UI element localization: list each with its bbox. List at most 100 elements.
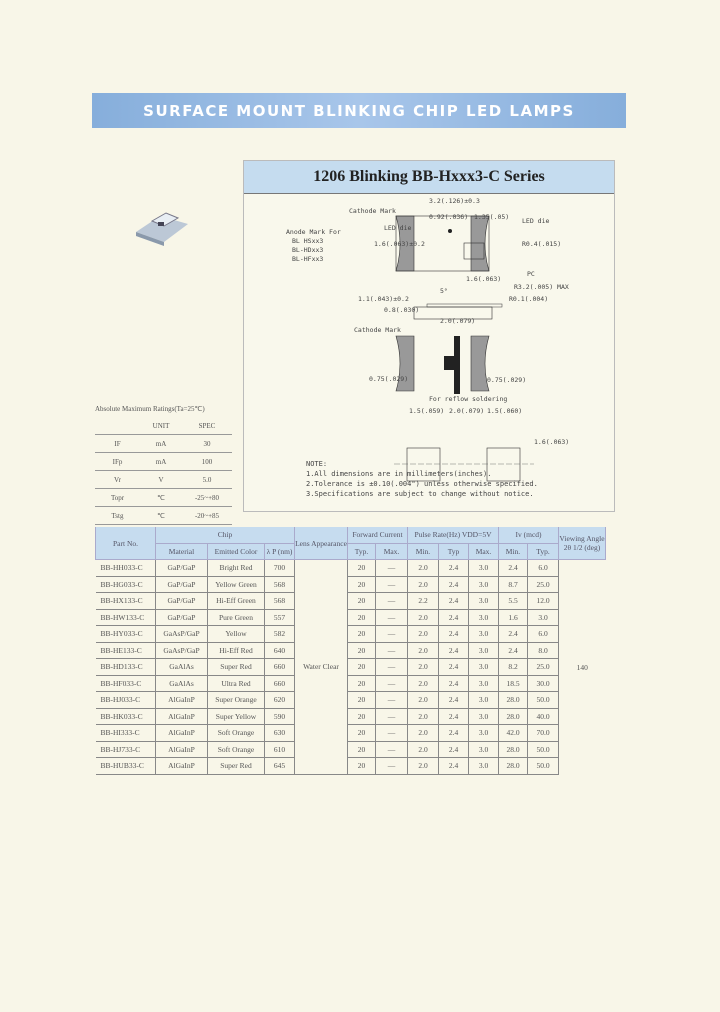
table-cell: — xyxy=(375,642,408,659)
table-cell: 20 xyxy=(347,609,376,626)
table-cell: 2.4 xyxy=(438,757,469,775)
anode-model-1: BL HSxx3 xyxy=(292,237,323,245)
table-cell: 3.0 xyxy=(468,708,499,725)
table-cell: 2.2 xyxy=(407,592,439,610)
table-cell: Soft Orange xyxy=(207,741,265,758)
abs-cell: -20~+85 xyxy=(182,506,232,525)
table-cell: — xyxy=(375,741,408,758)
dim-width: 3.2(.126)±0.3 xyxy=(429,197,480,205)
table-cell: 20 xyxy=(347,691,376,709)
table-cell: 3.0 xyxy=(468,658,499,676)
dim-height: 1.6(.063)±0.2 xyxy=(374,240,425,248)
viewing-angle: 140 xyxy=(558,559,606,774)
table-cell: BB-HK033-C xyxy=(95,708,156,725)
hdr-pr-typ: Typ xyxy=(438,543,469,560)
hdr-emitted-color: Emitted Color xyxy=(207,543,265,560)
table-cell: GaP/GaP xyxy=(155,592,208,610)
table-cell: 3.0 xyxy=(468,642,499,659)
table-cell: 25.0 xyxy=(527,658,559,676)
table-cell: BB-HE133-C xyxy=(95,642,156,659)
note-1: 1.All dimensions are in millimeters(inch… xyxy=(306,470,492,478)
table-cell: 2.0 xyxy=(407,576,439,593)
table-cell: BB-HUB33-C xyxy=(95,757,156,775)
table-cell: 3.0 xyxy=(468,625,499,643)
table-cell: Hi-Eff Red xyxy=(207,642,265,659)
abs-cell: Vr xyxy=(95,470,140,489)
table-cell: BB-HY033-C xyxy=(95,625,156,643)
table-cell: 50.0 xyxy=(527,741,559,758)
table-cell: 2.4 xyxy=(438,708,469,725)
dim-20: 2.0(.079) xyxy=(440,317,475,325)
table-cell: — xyxy=(375,691,408,709)
table-cell: 660 xyxy=(264,658,295,676)
table-cell: GaAlAs xyxy=(155,658,208,676)
table-cell: AlGaInP xyxy=(155,708,208,725)
table-cell: 28.0 xyxy=(498,708,528,725)
dim-16: 1.6(.063) xyxy=(466,275,501,283)
table-cell: 8.2 xyxy=(498,658,528,676)
abs-row: Tstg℃-20~+85 xyxy=(95,506,232,525)
dim-08: 0.8(.030) xyxy=(384,306,419,314)
table-cell: Super Yellow xyxy=(207,708,265,725)
table-cell: 2.4 xyxy=(438,675,469,692)
table-cell: BB-HJ033-C xyxy=(95,691,156,709)
table-cell: GaAsP/GaP xyxy=(155,642,208,659)
table-cell: 590 xyxy=(264,708,295,725)
table-cell: 3.0 xyxy=(468,576,499,593)
hdr-iv-min: Min. xyxy=(498,543,528,560)
table-cell: AlGaInP xyxy=(155,724,208,742)
table-cell: BB-HH033-C xyxy=(95,559,156,577)
abs-cell: -25~+80 xyxy=(182,488,232,507)
led-die-label: LED die xyxy=(384,224,411,232)
table-cell: 2.4 xyxy=(438,609,469,626)
abs-cell: UNIT xyxy=(140,417,182,435)
table-cell: GaAlAs xyxy=(155,675,208,692)
pad-15a: 1.5(.059) xyxy=(409,407,444,415)
hdr-pr-max: Max. xyxy=(468,543,499,560)
table-cell: — xyxy=(375,658,408,676)
table-cell: Ultra Red xyxy=(207,675,265,692)
dim-075-left: 0.75(.029) xyxy=(369,375,408,383)
table-cell: 568 xyxy=(264,592,295,610)
table-cell: 50.0 xyxy=(527,691,559,709)
hdr-iv-typ: Typ. xyxy=(527,543,559,560)
abs-cell: Tstg xyxy=(95,506,140,525)
table-cell: AlGaInP xyxy=(155,691,208,709)
table-cell: 50.0 xyxy=(527,757,559,775)
table-cell: 2.0 xyxy=(407,609,439,626)
note-3: 3.Specifications are subject to change w… xyxy=(306,490,534,498)
abs-cell: IF xyxy=(95,434,140,453)
table-cell: Super Orange xyxy=(207,691,265,709)
table-cell: 3.0 xyxy=(468,724,499,742)
lens-appearance: Water Clear xyxy=(294,559,348,775)
table-cell: BB-HX133-C xyxy=(95,592,156,610)
table-cell: 20 xyxy=(347,658,376,676)
table-cell: 1.6 xyxy=(498,609,528,626)
anode-model-2: BL-HDxx3 xyxy=(292,246,323,254)
notes: NOTE: 1.All dimensions are in millimeter… xyxy=(306,459,538,499)
table-cell: 6.0 xyxy=(527,625,559,643)
dim-r01: R0.1(.004) xyxy=(509,295,548,303)
table-cell: Soft Orange xyxy=(207,724,265,742)
table-cell: 700 xyxy=(264,559,295,577)
table-cell: BB-HW133-C xyxy=(95,609,156,626)
table-cell: 12.0 xyxy=(527,592,559,610)
reflow-label: For reflow soldering xyxy=(429,395,507,403)
dim-092: 0.92(.036) xyxy=(429,213,468,221)
table-cell: BB-HF033-C xyxy=(95,675,156,692)
dim-r32: R3.2(.005) MAX xyxy=(514,283,569,291)
hdr-lens: Lens Appearance xyxy=(294,527,348,560)
table-cell: 2.0 xyxy=(407,741,439,758)
page-banner: SURFACE MOUNT BLINKING CHIP LED LAMPS xyxy=(92,93,626,128)
table-cell: 640 xyxy=(264,642,295,659)
abs-row: Topr℃-25~+80 xyxy=(95,488,232,507)
table-cell: 20 xyxy=(347,708,376,725)
